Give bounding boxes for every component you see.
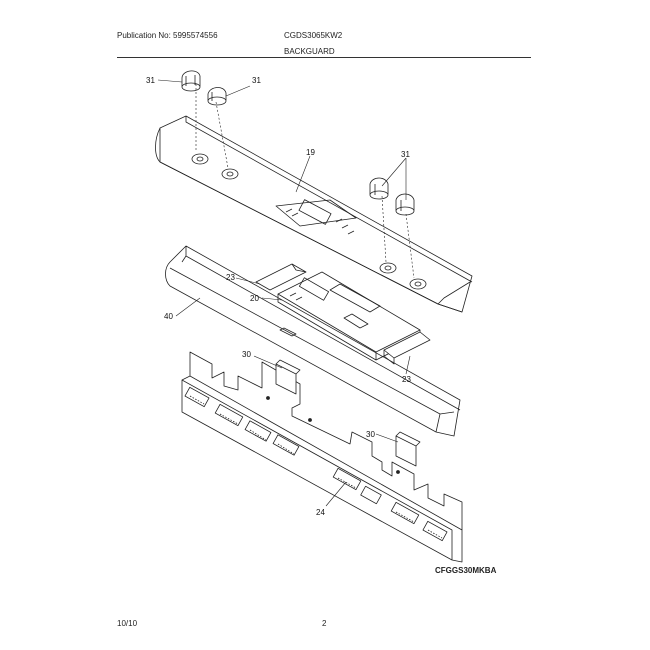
backguard-panel [155,115,473,313]
knob-right-b [395,193,415,216]
callout-backguard-panel: 19 [306,148,315,157]
leader-lines [157,79,415,507]
knob-right-a [369,177,389,200]
callout-wiring-panel: 24 [316,508,325,517]
bracket-bottom [383,331,431,365]
section-title: BACKGUARD [284,47,335,56]
header-rule [117,57,531,58]
callout-knob-right: 31 [401,150,410,159]
callout-bracket-top: 23 [226,273,235,282]
callout-clip-left: 30 [242,350,251,359]
callout-knob-left-a: 31 [146,76,155,85]
knob-left-a [181,70,201,92]
model-number: CGDS3065KW2 [284,31,343,40]
bracket-top [255,263,307,291]
callout-bracket-bottom: 23 [402,375,411,384]
control-board [277,271,421,361]
clip-right [395,431,421,467]
callout-knob-left-b: 31 [252,76,261,85]
footer-date: 10/10 [117,619,138,628]
trim-strip [165,245,461,437]
footer-page-number: 2 [322,619,327,628]
callout-control-board: 20 [250,294,259,303]
callout-clip-right: 30 [366,430,375,439]
knob-left-b [207,87,227,106]
wiring-panel [181,351,463,563]
callout-trim: 40 [164,312,173,321]
illustration-code: CFGGS30MKBA [435,566,497,575]
publication-number: Publication No: 5995574556 [117,31,218,40]
clip-left [275,359,301,395]
